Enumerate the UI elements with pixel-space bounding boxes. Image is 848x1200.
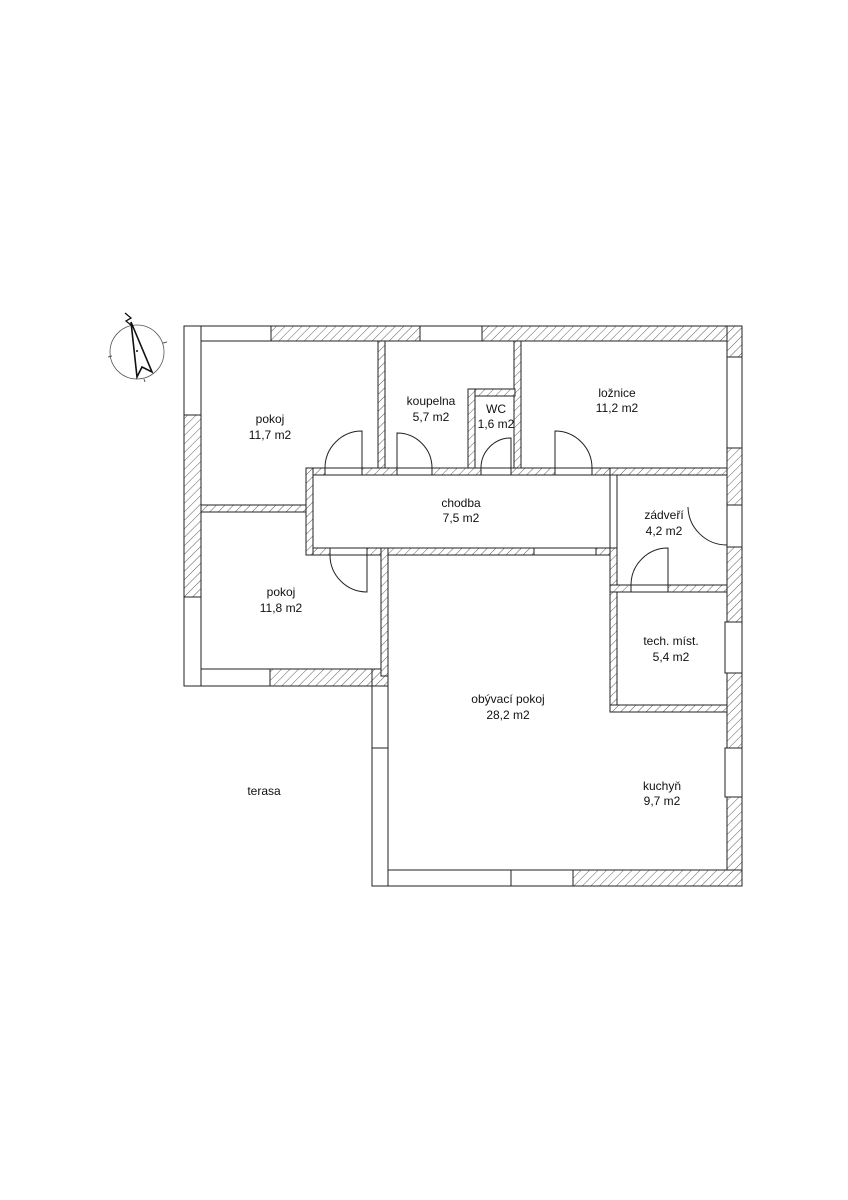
north-arrow-icon [107,312,168,383]
room-area: 28,2 m2 [486,708,530,722]
room-name: koupelna [407,394,456,408]
room-name: chodba [441,496,481,510]
windows [183,325,743,887]
room-name: tech. míst. [643,634,698,648]
terrace-label: terasa [247,784,281,798]
room-name: WC [486,402,506,416]
door-wc [480,437,512,469]
room-name: kuchyň [643,779,681,793]
room-name: pokoj [256,412,285,426]
door-pokoj-2 [329,554,368,593]
room-area: 11,2 m2 [596,401,639,415]
room-area: 9,7 m2 [644,794,681,808]
room-area: 11,8 m2 [260,601,303,615]
room-area: 4,2 m2 [646,524,683,538]
room-area: 5,4 m2 [653,650,690,664]
room-area: 5,7 m2 [413,410,450,424]
room-area: 11,7 m2 [249,428,292,442]
doors [324,430,728,593]
door-koupelna [396,432,433,469]
room-name: zádveří [644,508,684,522]
door-loznice [554,430,593,469]
door-pokoj-1 [324,430,363,469]
room-name: ložnice [598,386,636,400]
door-zadveri [687,506,728,546]
room-name: pokoj [267,585,296,599]
room-area: 7,5 m2 [443,511,480,525]
room-area: 1,6 m2 [478,417,515,431]
door-tech [630,547,669,586]
room-name: obývací pokoj [471,692,544,706]
room-labels: pokoj 11,7 m2 koupelna 5,7 m2 WC 1,6 m2 … [247,386,698,808]
